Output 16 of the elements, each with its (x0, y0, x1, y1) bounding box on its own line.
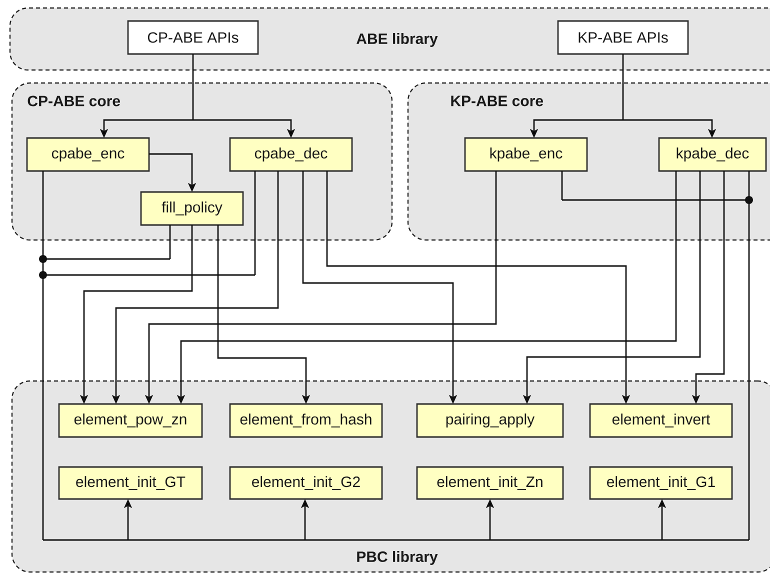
function-box: element_init_Zn (416, 466, 564, 500)
function-box: pairing_apply (416, 403, 564, 438)
function-box: cpabe_enc (26, 137, 150, 172)
function-box: fill_policy (140, 191, 244, 226)
function-box: kpabe_dec (658, 137, 767, 172)
function-box: element_from_hash (229, 403, 383, 438)
function-box: element_init_G2 (229, 466, 383, 500)
function-box: element_init_GT (58, 466, 203, 500)
api-box: CP-ABE APIs (127, 20, 259, 55)
api-box: KP-ABE APIs (557, 20, 689, 55)
function-box: element_init_G1 (589, 466, 733, 500)
function-box: element_invert (589, 403, 733, 438)
branching-arrow (42, 171, 750, 541)
function-box: kpabe_enc (464, 137, 588, 172)
function-box: cpabe_dec (229, 137, 353, 172)
function-box: element_pow_zn (58, 403, 203, 438)
